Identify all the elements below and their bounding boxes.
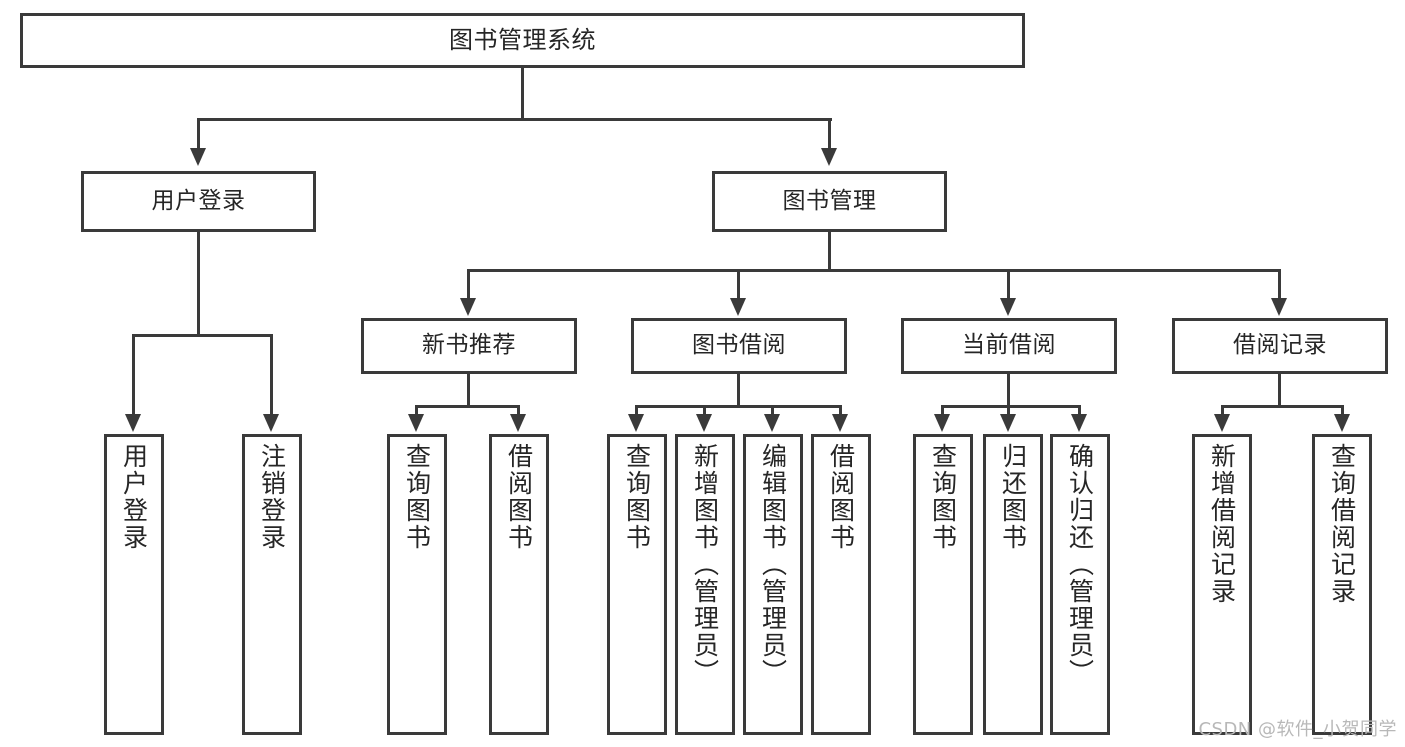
connector-new-book-rec-child-2 bbox=[517, 405, 520, 417]
node-leaf-query-book-2[interactable]: 查询图书 bbox=[607, 434, 667, 735]
connector-borrow-record-bus bbox=[1221, 405, 1344, 408]
connector-level2-bus bbox=[197, 118, 832, 121]
connector-new-book-rec-trunk bbox=[467, 374, 470, 407]
node-label: 图书管理系统 bbox=[449, 26, 596, 55]
arrow-leaf-logout bbox=[263, 414, 279, 432]
arrow-leaf-query-record bbox=[1334, 414, 1350, 432]
node-leaf-query-book-3[interactable]: 查询图书 bbox=[913, 434, 973, 735]
node-leaf-logout[interactable]: 注销登录 bbox=[242, 434, 302, 735]
node-label: 新增图书（管理员） bbox=[690, 443, 720, 686]
connector-user-login-child-1 bbox=[132, 334, 135, 416]
node-label: 用户登录 bbox=[119, 443, 149, 551]
node-leaf-return-book[interactable]: 归还图书 bbox=[983, 434, 1043, 735]
connector-current-borrow-trunk bbox=[1007, 374, 1010, 407]
arrow-leaf-edit-book bbox=[764, 414, 780, 432]
connector-current-borrow-child-2 bbox=[1007, 405, 1010, 417]
connector-user-login-trunk bbox=[197, 232, 200, 336]
arrow-leaf-borrow-book-1 bbox=[510, 414, 526, 432]
connector-book-borrow-child-4 bbox=[839, 405, 842, 417]
node-label: 图书管理 bbox=[782, 187, 877, 214]
node-leaf-user-login[interactable]: 用户登录 bbox=[104, 434, 164, 735]
connector-level3-bus bbox=[467, 269, 1281, 272]
node-label: 归还图书 bbox=[998, 443, 1028, 551]
connector-user-login-child-2 bbox=[270, 334, 273, 416]
connector-new-book-rec-bus bbox=[415, 405, 520, 408]
node-label: 图书借阅 bbox=[692, 332, 786, 359]
node-label: 当前借阅 bbox=[962, 332, 1056, 359]
node-leaf-borrow-book-2[interactable]: 借阅图书 bbox=[811, 434, 871, 735]
node-leaf-query-record[interactable]: 查询借阅记录 bbox=[1312, 434, 1372, 735]
arrow-leaf-confirm-return bbox=[1071, 414, 1087, 432]
node-leaf-edit-book[interactable]: 编辑图书（管理员） bbox=[743, 434, 803, 735]
connector-book-borrow-trunk bbox=[737, 374, 740, 407]
node-leaf-add-record[interactable]: 新增借阅记录 bbox=[1192, 434, 1252, 735]
node-root-system[interactable]: 图书管理系统 bbox=[20, 13, 1025, 68]
connector-book-manage-trunk bbox=[828, 232, 831, 271]
node-label: 查询图书 bbox=[402, 443, 432, 551]
node-label: 借阅图书 bbox=[504, 443, 534, 551]
connector-book-borrow-child-1 bbox=[635, 405, 638, 417]
arrow-to-new-book-rec bbox=[460, 298, 476, 316]
arrow-leaf-borrow-book-2 bbox=[832, 414, 848, 432]
node-label: 借阅记录 bbox=[1233, 332, 1327, 359]
arrow-leaf-add-record bbox=[1214, 414, 1230, 432]
arrow-leaf-add-book bbox=[696, 414, 712, 432]
node-label: 用户登录 bbox=[151, 187, 246, 214]
node-label: 查询借阅记录 bbox=[1327, 443, 1357, 605]
node-label: 注销登录 bbox=[257, 443, 287, 551]
connector-new-book-rec-child-1 bbox=[415, 405, 418, 417]
arrow-to-borrow-record bbox=[1271, 298, 1287, 316]
node-leaf-confirm-return[interactable]: 确认归还（管理员） bbox=[1050, 434, 1110, 735]
connector-to-new-book-rec bbox=[467, 269, 470, 300]
csdn-watermark: CSDN @软件_小贺同学 bbox=[1198, 719, 1397, 740]
node-book-manage[interactable]: 图书管理 bbox=[712, 171, 947, 232]
connector-to-current-borrow bbox=[1007, 269, 1010, 300]
node-book-borrow[interactable]: 图书借阅 bbox=[631, 318, 847, 374]
connector-to-user-login bbox=[197, 118, 200, 150]
connector-to-borrow-record bbox=[1278, 269, 1281, 300]
node-leaf-add-book[interactable]: 新增图书（管理员） bbox=[675, 434, 735, 735]
connector-book-borrow-child-3 bbox=[771, 405, 774, 417]
arrow-leaf-user-login bbox=[125, 414, 141, 432]
arrow-to-book-manage bbox=[821, 148, 837, 166]
connector-book-borrow-bus bbox=[635, 405, 842, 408]
connector-to-book-manage bbox=[828, 118, 831, 150]
connector-current-borrow-bus bbox=[941, 405, 1081, 408]
connector-current-borrow-child-1 bbox=[941, 405, 944, 417]
connector-borrow-record-child-1 bbox=[1221, 405, 1224, 417]
arrow-to-current-borrow bbox=[1000, 298, 1016, 316]
arrow-leaf-query-book-2 bbox=[628, 414, 644, 432]
arrow-to-user-login bbox=[190, 148, 206, 166]
connector-current-borrow-child-3 bbox=[1078, 405, 1081, 417]
node-label: 查询图书 bbox=[622, 443, 652, 551]
node-label: 查询图书 bbox=[928, 443, 958, 551]
connector-book-borrow-child-2 bbox=[703, 405, 706, 417]
node-label: 新书推荐 bbox=[422, 332, 516, 359]
node-leaf-borrow-book-1[interactable]: 借阅图书 bbox=[489, 434, 549, 735]
arrow-leaf-query-book-3 bbox=[934, 414, 950, 432]
node-current-borrow[interactable]: 当前借阅 bbox=[901, 318, 1117, 374]
node-borrow-record[interactable]: 借阅记录 bbox=[1172, 318, 1388, 374]
connector-root-trunk bbox=[521, 68, 524, 118]
node-label: 确认归还（管理员） bbox=[1065, 443, 1095, 686]
arrow-to-book-borrow bbox=[730, 298, 746, 316]
node-new-book-rec[interactable]: 新书推荐 bbox=[361, 318, 577, 374]
node-label: 借阅图书 bbox=[826, 443, 856, 551]
arrow-leaf-query-book-1 bbox=[408, 414, 424, 432]
node-leaf-query-book-1[interactable]: 查询图书 bbox=[387, 434, 447, 735]
connector-borrow-record-child-2 bbox=[1341, 405, 1344, 417]
node-label: 编辑图书（管理员） bbox=[758, 443, 788, 686]
node-user-login[interactable]: 用户登录 bbox=[81, 171, 316, 232]
arrow-leaf-return-book bbox=[1000, 414, 1016, 432]
connector-borrow-record-trunk bbox=[1278, 374, 1281, 407]
connector-user-login-bus bbox=[132, 334, 273, 337]
connector-to-book-borrow bbox=[737, 269, 740, 300]
node-label: 新增借阅记录 bbox=[1207, 443, 1237, 605]
